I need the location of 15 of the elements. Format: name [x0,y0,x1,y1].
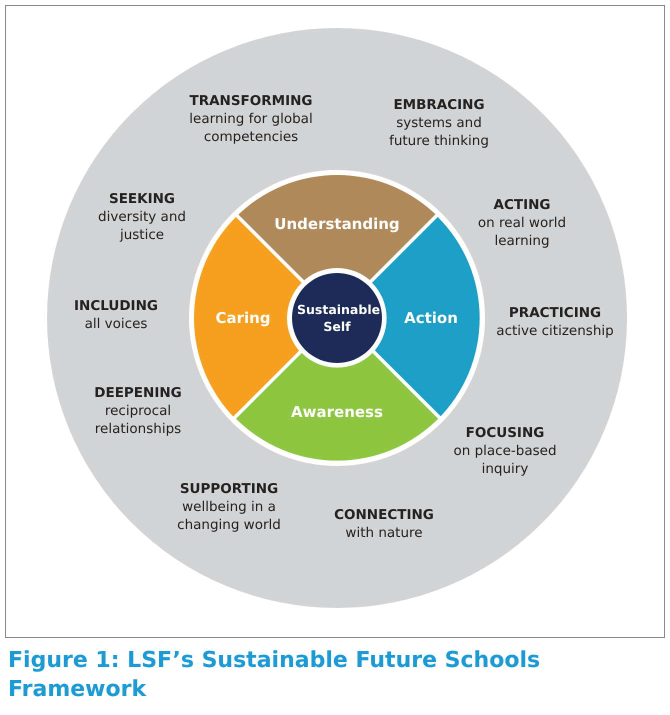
figure-caption: Figure 1: LSF’s Sustainable Future Schools Framework [8,647,542,704]
segment-label: Understanding [274,215,400,233]
segment-label: Sustainable Self [297,301,377,335]
principle-text: CONNECTING with nature [333,506,435,542]
center-circle [292,273,382,363]
principle-text: SUPPORTING wellbeing in a changing world [176,480,282,534]
principle-text: INCLUDING all voices [73,297,159,333]
principle-text: SEEKING diversity and justice [97,190,187,244]
principle-text: PRACTICING active citizenship [495,304,615,340]
principle-text: ACTING on real world learning [476,196,568,250]
principle-text: DEEPENING reciprocal relationships [93,384,183,438]
principle-text: TRANSFORMING learning for global competencies [188,92,314,146]
principle-text: FOCUSING on place-based inquiry [452,424,558,478]
principle-text: EMBRACING systems and future thinking [388,96,490,150]
outer-circle [47,28,627,608]
